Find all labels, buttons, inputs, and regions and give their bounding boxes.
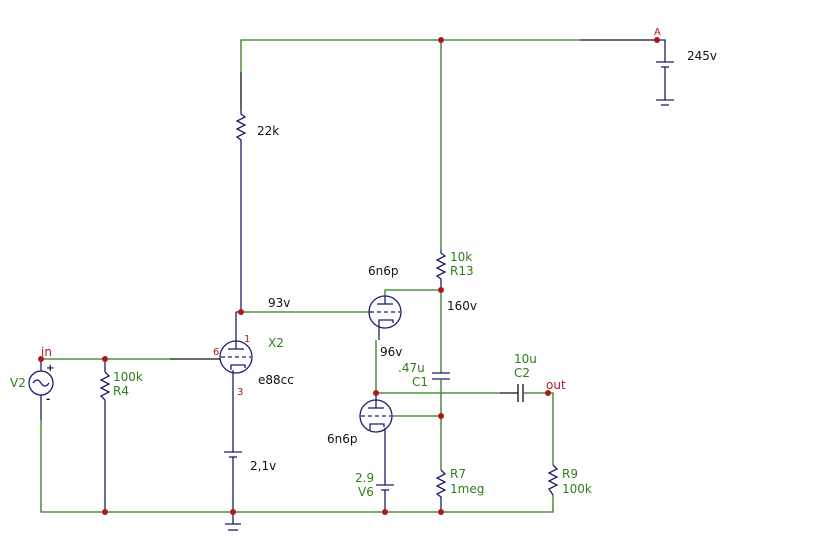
x2-type: e88cc bbox=[258, 373, 294, 387]
resistor-r13-icon bbox=[435, 250, 447, 290]
v2-plus: + bbox=[46, 363, 55, 374]
supply-battery-icon bbox=[656, 61, 674, 106]
supply-voltage-label: 245v bbox=[687, 49, 718, 63]
v2-name: V2 bbox=[10, 376, 26, 390]
tube-upper-type: 6n6p bbox=[368, 264, 399, 278]
top-rail bbox=[240, 39, 666, 72]
resistor-22k-icon bbox=[235, 110, 247, 145]
c1-name: C1 bbox=[412, 375, 429, 389]
voltage-midpoint: 96v bbox=[380, 345, 403, 359]
capacitor-c1-icon bbox=[432, 372, 450, 380]
r7-name: R7 bbox=[450, 467, 466, 481]
r13-name: R13 bbox=[450, 264, 474, 278]
v6-value: 2.9 bbox=[355, 471, 375, 485]
r9-value: 100k bbox=[562, 482, 592, 496]
capacitor-c2-icon bbox=[517, 384, 524, 402]
cathode-battery-icon bbox=[224, 451, 242, 458]
resistor-r7-icon bbox=[435, 469, 447, 512]
junction-dots bbox=[38, 37, 660, 515]
v6-name: V6 bbox=[358, 485, 374, 499]
x2-pin-cathode: 3 bbox=[237, 387, 244, 398]
resistor-r9-icon bbox=[547, 464, 559, 496]
v2-minus: - bbox=[46, 394, 51, 405]
supply-node-label: A bbox=[654, 27, 661, 38]
x2-pin-grid: 6 bbox=[213, 347, 220, 358]
c2-value: 10u bbox=[514, 352, 537, 366]
battery-v6-icon bbox=[376, 484, 394, 491]
r4-name: R4 bbox=[113, 384, 129, 398]
c2-name: C2 bbox=[514, 366, 531, 380]
r22k-value: 22k bbox=[257, 124, 280, 138]
r9-name: R9 bbox=[562, 467, 578, 481]
voltage-x2-plate: 93v bbox=[268, 296, 291, 310]
x2-name: X2 bbox=[268, 336, 284, 350]
r4-value: 100k bbox=[113, 370, 143, 384]
c1-value: .47u bbox=[398, 361, 425, 375]
r13-value: 10k bbox=[450, 250, 473, 264]
output-net-label: out bbox=[546, 378, 566, 392]
tube-x2-icon bbox=[219, 340, 253, 374]
input-net-label: in bbox=[41, 345, 52, 359]
voltage-x2-cathode: 2,1v bbox=[250, 459, 277, 473]
resistor-r4-icon bbox=[99, 371, 111, 401]
x2-pin-plate: 1 bbox=[244, 334, 251, 345]
r7-value: 1meg bbox=[450, 482, 485, 496]
voltage-upper-plate: 160v bbox=[447, 299, 478, 313]
tube-upper-icon bbox=[368, 295, 402, 329]
tube-lower-icon bbox=[359, 399, 393, 433]
tube-lower-type: 6n6p bbox=[327, 432, 358, 446]
